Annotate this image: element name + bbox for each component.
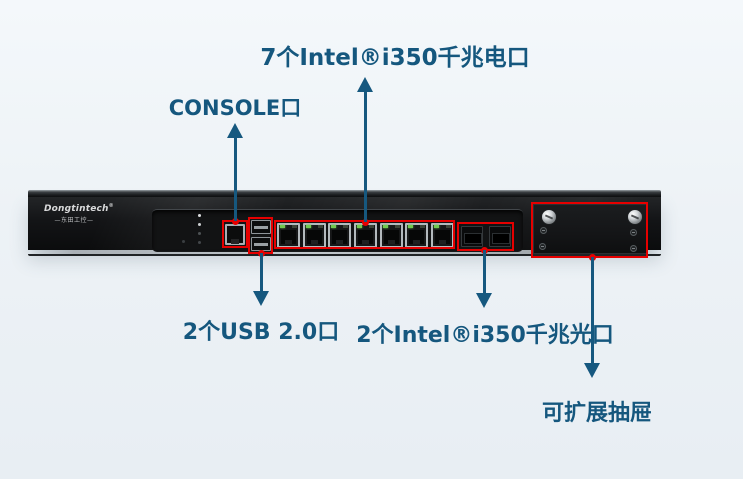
activity-led-icon [292,225,297,228]
activity-led-icon [420,225,426,228]
sfp-slot [464,233,482,244]
label-usb-ports: 2个USB 2.0口 [182,320,340,345]
callout-dot-console [231,217,239,225]
expansion-drawer [533,204,647,254]
status-led [198,223,201,226]
lan-port [277,223,300,248]
arrow-up-icon [357,77,373,92]
usb-tongue [254,243,268,246]
lan-port [405,223,429,248]
console-port [225,224,245,245]
label-lan-ports: 7个Intel®i350千兆电口 [260,45,530,71]
lan-port [302,223,326,248]
activity-led-icon [317,225,323,228]
screw-icon [540,227,547,234]
rj45-jack [281,230,296,244]
sfp-slot [492,233,510,244]
link-led-icon [280,225,285,228]
callout-line-usb [259,253,263,292]
arrow-down-icon [584,363,600,378]
link-led-icon [433,225,439,228]
callout-line-drawer [590,257,594,363]
chassis-bottom-highlight [30,250,659,254]
label-sfp-ports: 2个Intel®i350千兆光口 [356,323,614,348]
panel-hole [182,240,185,243]
label-console-port: CONSOLE口 [168,96,302,120]
status-led [198,214,201,217]
activity-led-icon [394,225,400,228]
chassis-top-face [28,190,661,197]
rj45-jack [409,230,425,244]
callout-line-console [233,137,237,221]
thumbscrew-icon [627,209,643,225]
highlight-box-usb [248,217,273,254]
sfp-port [489,226,511,247]
thumbscrew-icon [541,209,557,225]
callout-dot-lan [361,218,369,226]
usb-tongue [254,226,268,229]
screw-icon [630,245,637,252]
usb-port-stack [251,220,271,251]
arrow-down-icon [253,291,269,306]
arrow-down-icon [476,293,492,308]
rj45-jack [306,230,322,244]
screw-icon [630,229,637,236]
arrow-up-icon [227,123,243,138]
sfp-port-row [461,226,511,247]
brand-subtitle: —东田工控— [54,217,94,224]
status-led [198,241,201,244]
activity-led-icon [368,225,374,228]
activity-led-icon [343,225,349,228]
activity-led-icon [445,225,451,228]
rj45-jack [357,230,373,244]
callout-line-sfp [482,250,486,293]
link-led-icon [331,225,337,228]
highlight-box-drawer [531,202,648,258]
screw-icon [539,243,546,250]
callout-line-lan [363,91,367,222]
brand-logo: Dongtintech® —东田工控— [44,203,114,224]
link-led-icon [305,225,311,228]
chassis-base-edge [28,254,661,256]
status-led [198,232,201,235]
link-led-icon [356,225,362,228]
link-led-icon [382,225,388,228]
usb-port [251,220,271,234]
rj45-jack [332,230,348,244]
rj45-jack [383,230,399,244]
sfp-port [461,226,483,247]
brand-name: Dongtintech® [44,203,114,214]
link-led-icon [408,225,414,228]
rj45-jack [434,230,450,244]
label-drawer: 可扩展抽屉 [541,401,653,426]
